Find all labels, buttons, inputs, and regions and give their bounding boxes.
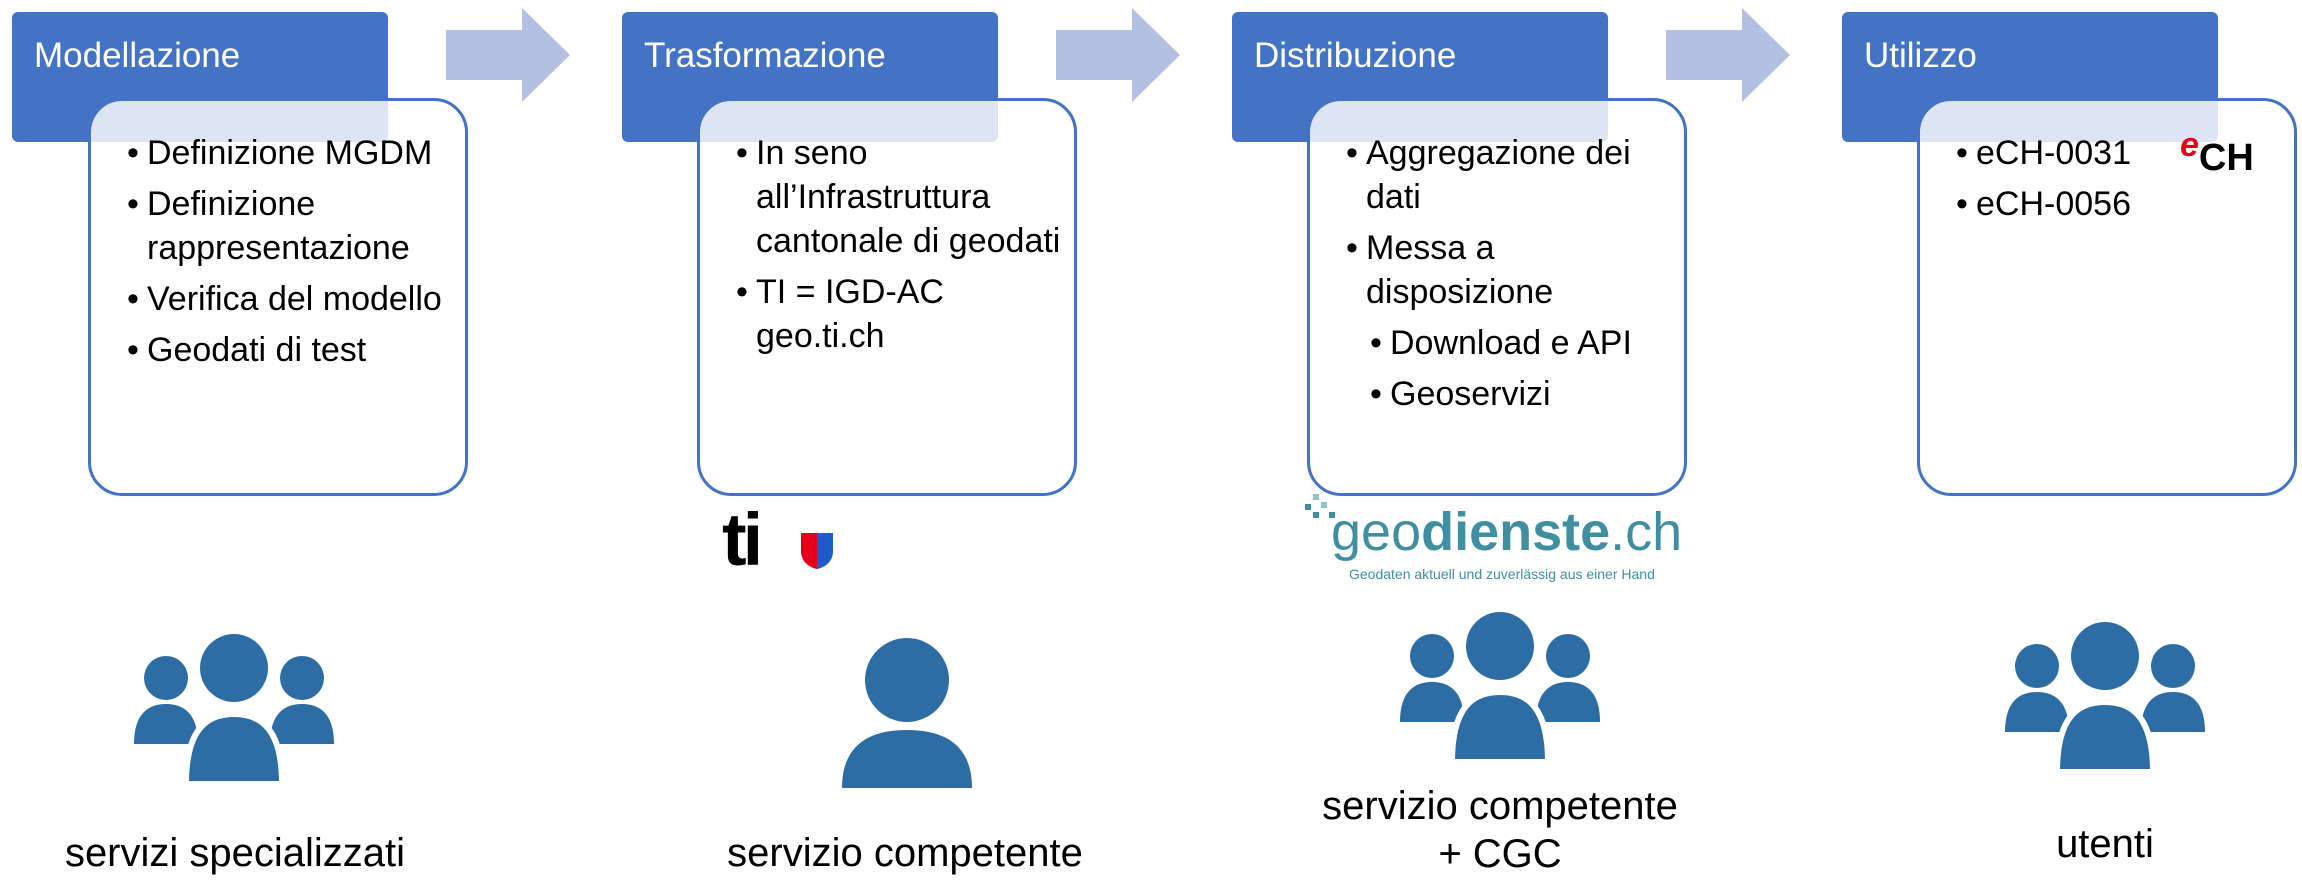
stage-title: Trasformazione	[644, 36, 886, 75]
geodienste-pixel-icon	[1305, 494, 1335, 518]
sub-bullet-item: Download e API	[1370, 321, 1674, 365]
role-label-line: + CGC	[1438, 832, 1562, 876]
role-label-distribuzione: servizio competente + CGC	[1290, 782, 1710, 878]
role-label-utilizzo: utenti	[2056, 822, 2154, 866]
bullet-item: Aggregazione dei dati	[1346, 131, 1674, 219]
ech-logo-ch: CH	[2198, 137, 2254, 179]
ech-logo-e: e	[2180, 126, 2199, 164]
bullet-item: TI = IGD-AC geo.ti.ch	[736, 270, 996, 358]
ticino-logo: ti	[722, 500, 842, 580]
person-icon	[842, 638, 972, 788]
bullet-item: Definizione MGDM	[127, 131, 455, 175]
flow-arrow-icon	[1666, 8, 1790, 102]
bullet-list: Aggregazione dei dati Messa a disposizio…	[1346, 131, 1674, 416]
people-group-icon	[1400, 612, 1600, 762]
geodienste-part-geo: geo	[1331, 502, 1422, 562]
ticino-logo-text: ti	[722, 498, 763, 581]
flow-arrow-icon	[446, 8, 570, 102]
bullet-item: eCH-0056	[1956, 182, 2284, 226]
stage-title: Utilizzo	[1864, 36, 1977, 75]
stage-title: Modellazione	[34, 36, 241, 75]
stage-title: Distribuzione	[1254, 36, 1457, 75]
geodienste-tagline: Geodaten aktuell und zuverlässig aus ein…	[1349, 566, 1655, 582]
geodienste-wordmark: geodienste.ch	[1331, 502, 1682, 562]
geodienste-logo: geodienste.ch Geodaten aktuell und zuver…	[1305, 494, 1685, 590]
bullet-list: eCH-0031 eCH-0056	[1956, 131, 2284, 226]
people-group-icon	[134, 634, 334, 784]
flow-arrow-icon	[1056, 8, 1180, 102]
role-label-line: servizio competente	[1322, 784, 1678, 828]
bullet-item: In seno all’Infrastruttura cantonale di …	[736, 131, 1064, 263]
bullet-item: Geodati di test	[127, 328, 455, 372]
stage-card-trasformazione: In seno all’Infrastruttura cantonale di …	[697, 98, 1077, 496]
bullet-item: Verifica del modello	[127, 277, 455, 321]
role-label-trasformazione: servizio competente	[727, 831, 1083, 875]
bullet-item: Messa a disposizione	[1346, 226, 1674, 314]
people-group-icon	[2005, 622, 2205, 772]
ech-logo: eCH	[2180, 126, 2254, 180]
stage-card-utilizzo: eCH-0031 eCH-0056 eCH	[1917, 98, 2297, 496]
bullet-list: In seno all’Infrastruttura cantonale di …	[736, 131, 1064, 358]
stage-card-modellazione: Definizione MGDM Definizione rappresenta…	[88, 98, 468, 496]
geodienste-part-dienste: dienste	[1421, 502, 1611, 562]
ticino-shield-icon	[801, 533, 833, 569]
stage-card-distribuzione: Aggregazione dei dati Messa a disposizio…	[1307, 98, 1687, 496]
bullet-item: eCH-0031	[1956, 131, 2284, 175]
bullet-item: Definizione rappresentazione	[127, 182, 455, 270]
role-label-modellazione: servizi specializzati	[64, 831, 406, 875]
geodienste-part-ch: .ch	[1610, 502, 1683, 562]
sub-bullet-item: Geoservizi	[1370, 372, 1674, 416]
bullet-list: Definizione MGDM Definizione rappresenta…	[127, 131, 455, 372]
